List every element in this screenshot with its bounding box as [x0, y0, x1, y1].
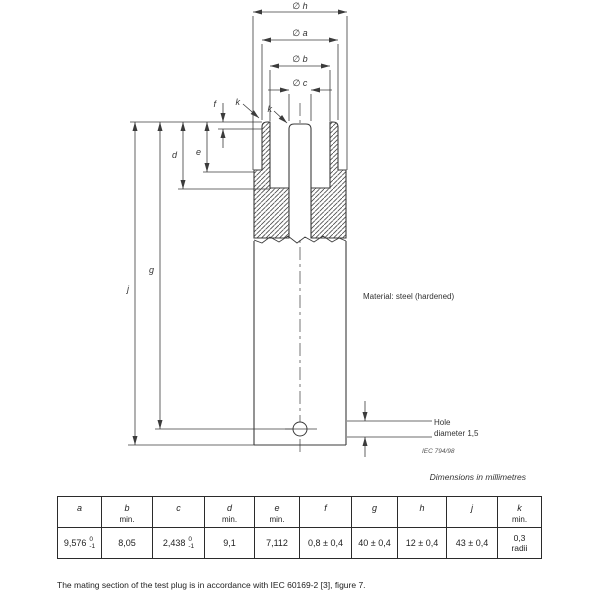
value-h: 12 ± 0,4: [397, 527, 447, 559]
dim-label-j: j: [126, 284, 130, 294]
value-j: 43 ± 0,4: [446, 527, 498, 559]
test-plug-technical-drawing: ∅ h ∅ a ∅ b ∅ c f e d g j k k: [126, 1, 479, 457]
hole-note-line1: Hole: [434, 418, 451, 427]
value-b: 8,05: [101, 527, 153, 559]
units-note: Dimensions in millimetres: [429, 472, 526, 482]
value-f: 0,8 ± 0,4: [299, 527, 352, 559]
length-dimensions: [128, 103, 293, 446]
figure-caption: The mating section of the test plug is i…: [57, 580, 366, 590]
value-g: 40 ± 0,4: [351, 527, 398, 559]
outer-wall-left-section: [253, 121, 290, 239]
figure-reference: IEC 794/98: [422, 448, 455, 455]
k-radius-leaders: [242, 103, 288, 124]
table-header-f: f: [299, 496, 352, 528]
plug-cross-section: [253, 121, 347, 244]
dim-label-g: g: [149, 265, 154, 275]
dim-label-k-outer: k: [236, 97, 241, 107]
outer-wall-right-section: [310, 121, 347, 239]
dim-label-diameter-a: ∅ a: [292, 28, 307, 38]
dim-label-diameter-h: ∅ h: [292, 1, 307, 11]
diameter-dimensions: [252, 9, 348, 170]
dim-label-k-pin: k: [268, 104, 273, 114]
dim-label-diameter-b: ∅ b: [292, 54, 307, 64]
dim-label-e: e: [196, 147, 201, 157]
hole-callout-lines: [347, 401, 432, 457]
material-note: Material: steel (hardened): [363, 292, 454, 301]
table-header-a: a: [57, 496, 102, 528]
table-header-g: g: [351, 496, 398, 528]
table-header-h: h: [397, 496, 447, 528]
dim-label-diameter-c: ∅ c: [293, 78, 308, 88]
dim-label-d: d: [172, 150, 178, 160]
break-line: [253, 235, 347, 244]
value-e: 7,112: [254, 527, 300, 559]
hole-note-line2: diameter 1,5: [434, 429, 479, 438]
value-d: 9,1: [204, 527, 255, 559]
table-header-c: c: [152, 496, 205, 528]
table-header-j: j: [446, 496, 498, 528]
center-pin: [288, 123, 312, 238]
dim-label-f: f: [213, 99, 217, 109]
plug-lower-body: [253, 241, 347, 446]
